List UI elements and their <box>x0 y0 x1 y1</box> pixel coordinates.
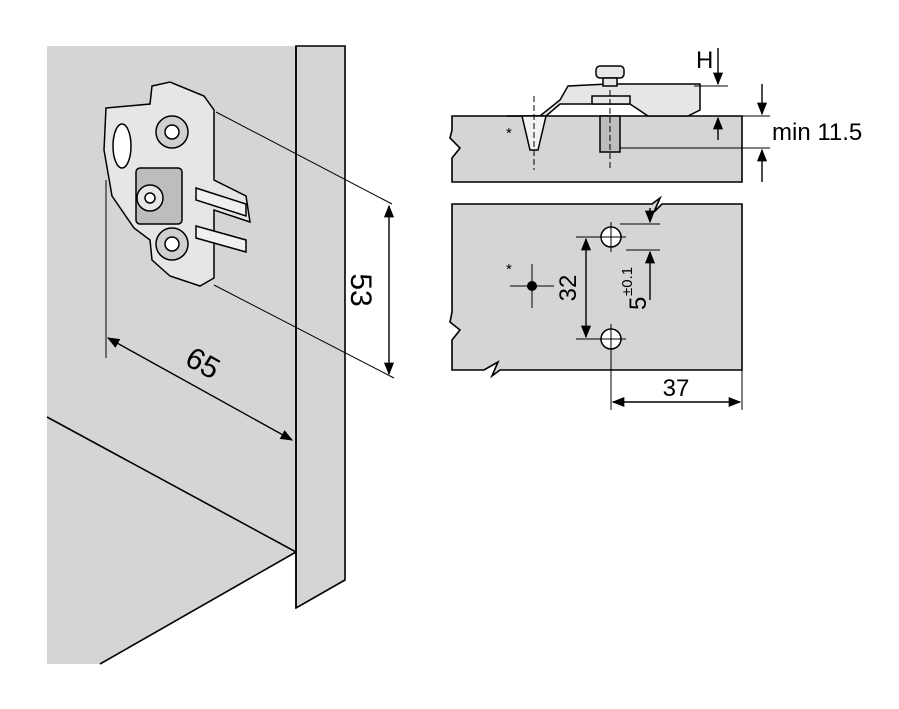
section-plate <box>506 65 701 153</box>
dimension-label-h: H <box>696 47 713 74</box>
section-panel <box>449 115 743 183</box>
section-view: * H min 11.5 <box>449 47 862 183</box>
cabinet-front-edge <box>295 45 346 610</box>
dimension-label-37: 37 <box>663 375 690 402</box>
dimension-line-65 <box>106 337 294 441</box>
drilling-pattern-view: * 32 5 ±0.1 37 <box>449 195 743 410</box>
dimension-label-min-thickness: min 11.5 <box>772 119 862 146</box>
drilling-asterisk: * <box>506 261 512 278</box>
cabinet-bottom-panel <box>47 417 296 664</box>
dimension-label-5-tolerance: ±0.1 <box>619 267 636 296</box>
dimension-label-53: 53 <box>344 273 377 306</box>
section-asterisk: * <box>506 125 512 142</box>
cabinet-perspective-view: 53 65 <box>46 45 395 665</box>
dimension-label-5: 5 <box>625 297 652 310</box>
mounting-plate-perspective <box>103 81 251 287</box>
dimension-label-32: 32 <box>555 275 582 302</box>
drilling-panel <box>449 195 743 379</box>
